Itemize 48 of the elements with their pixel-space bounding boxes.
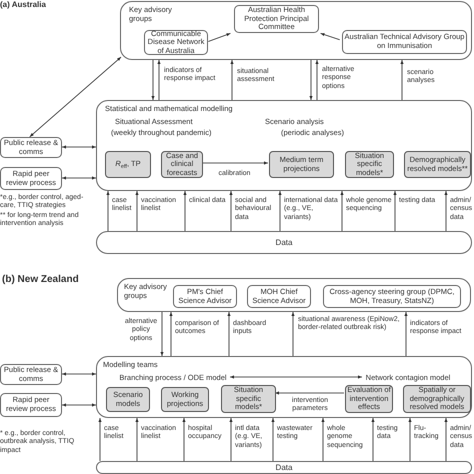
group-panel	[96, 461, 472, 474]
arrow	[151, 60, 155, 100]
arrow	[182, 418, 186, 462]
group-heading: Data	[274, 236, 294, 248]
arrow	[278, 190, 282, 232]
group-panel	[96, 356, 472, 418]
arrow	[202, 161, 268, 165]
arrow	[404, 312, 408, 356]
arrow	[106, 190, 110, 232]
arrow	[230, 375, 362, 379]
arrow	[315, 60, 319, 100]
arrow	[169, 312, 173, 356]
arrow	[183, 190, 187, 232]
arrow	[340, 190, 344, 232]
arrow	[274, 391, 344, 395]
group-panel	[96, 231, 472, 254]
arrow	[62, 372, 96, 376]
arrow	[321, 418, 325, 462]
arrow	[157, 60, 161, 100]
arrow	[98, 418, 102, 462]
arrow	[229, 418, 233, 462]
arrow	[230, 60, 234, 100]
arrow	[227, 312, 231, 356]
arrow	[400, 60, 404, 100]
arrow	[393, 190, 397, 232]
group-heading: Data	[274, 462, 294, 473]
group-panel	[96, 100, 472, 191]
arrow	[29, 56, 122, 138]
arrow	[62, 176, 96, 180]
arrow	[208, 33, 231, 42]
arrow	[291, 312, 295, 356]
panel-title: (a) Australia	[0, 0, 47, 10]
arrow	[135, 190, 139, 232]
group-panel	[117, 278, 471, 312]
arrow	[62, 403, 96, 407]
panel-title: (b) New Zealand	[2, 274, 80, 286]
arrow	[160, 312, 164, 356]
arrow	[408, 418, 412, 462]
arrow	[135, 418, 139, 462]
arrow	[320, 33, 340, 40]
arrow	[371, 418, 375, 462]
arrow	[309, 60, 313, 100]
group-panel	[120, 1, 472, 60]
arrow	[444, 418, 448, 462]
arrow	[62, 145, 96, 149]
arrow	[444, 190, 448, 232]
arrow	[229, 190, 233, 232]
arrow	[271, 418, 275, 462]
